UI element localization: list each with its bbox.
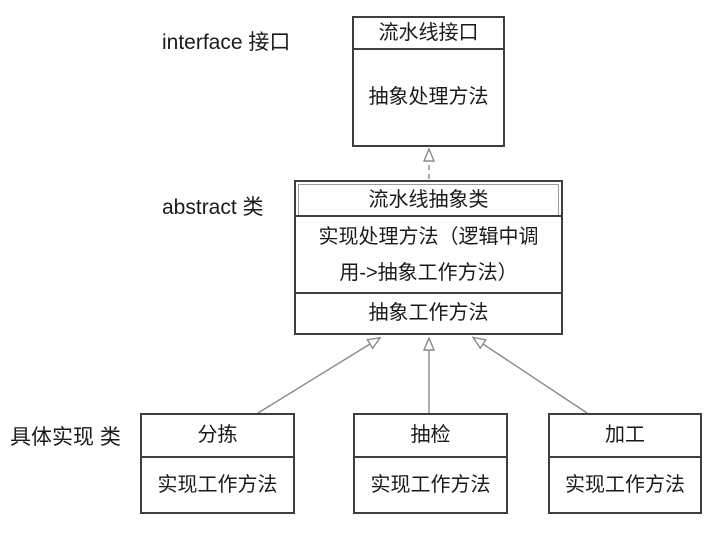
concrete-class-inspect-method: 实现工作方法 (355, 456, 506, 512)
inheritance-arrow-right (483, 344, 588, 414)
abstract-class-box: 流水线抽象类 实现处理方法（逻辑中调 用->抽象工作方法） 抽象工作方法 (294, 180, 563, 335)
interface-row-label: interface 接口 (162, 31, 291, 54)
process-method-line-1: 实现处理方法（逻辑中调 (318, 225, 539, 248)
concrete-class-box-sort: 分拣 实现工作方法 (140, 413, 295, 514)
abstract-class-title-text: 流水线抽象类 (298, 184, 559, 215)
abstract-class-work-method: 抽象工作方法 (296, 292, 561, 333)
abstract-class-title: 流水线抽象类 (296, 182, 561, 215)
interface-class-box: 流水线接口 抽象处理方法 (352, 16, 505, 147)
concrete-class-process-title: 加工 (605, 424, 645, 446)
inheritance-arrow-left (257, 344, 370, 414)
abstract-row-label: abstract 类 (162, 196, 264, 219)
interface-class-title: 流水线接口 (378, 21, 479, 44)
abstract-class-process-method: 实现处理方法（逻辑中调 用->抽象工作方法） (296, 215, 561, 292)
process-method-line-2: 用->抽象工作方法） (339, 261, 518, 284)
concrete-class-sort-method: 实现工作方法 (142, 456, 293, 512)
concrete-row-label: 具体实现 类 (10, 426, 121, 449)
concrete-class-process-method: 实现工作方法 (550, 456, 700, 512)
concrete-class-inspect-title: 抽检 (410, 424, 451, 446)
interface-class-method: 抽象处理方法 (354, 48, 503, 145)
concrete-class-sort-title: 分拣 (197, 424, 238, 446)
concrete-class-box-process: 加工 实现工作方法 (548, 413, 702, 514)
concrete-class-box-inspect: 抽检 实现工作方法 (353, 413, 508, 514)
